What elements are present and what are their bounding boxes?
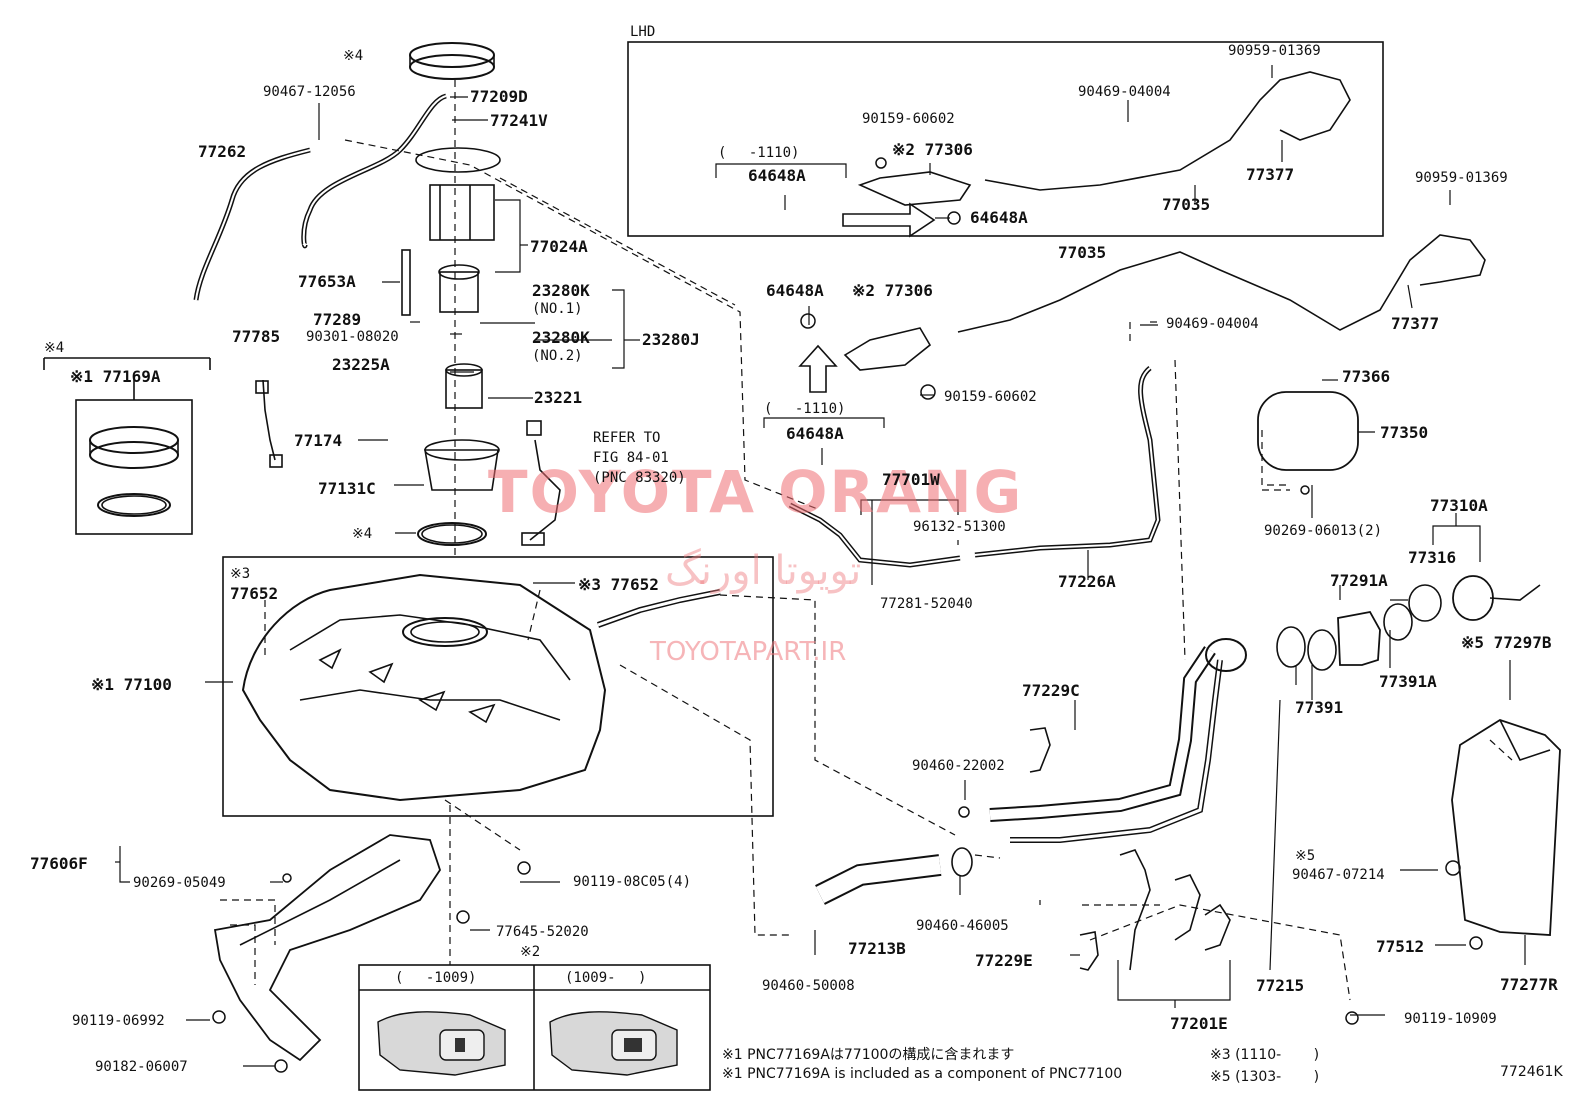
part-label: 77229E	[975, 951, 1033, 970]
part-label: 77785	[232, 327, 281, 346]
part-label: 77215	[1256, 976, 1305, 995]
part-label: 77035	[1058, 243, 1107, 262]
fuel-pump-icon-early	[455, 1038, 465, 1052]
part-label: 90469-04004	[1078, 84, 1171, 100]
part-label: (1009- )	[565, 970, 647, 986]
part-label: 90301-08020	[306, 329, 399, 345]
part-label: (PNC 83320)	[593, 470, 686, 486]
part-label: 77213B	[848, 939, 906, 958]
part-label: 23225A	[332, 355, 390, 374]
part-label: 90119-08C05(4)	[573, 874, 692, 890]
part-label: ※4	[44, 340, 65, 356]
part-label: FIG 84-01	[593, 450, 669, 466]
footnote-3: ※3 (1110- )	[1210, 1047, 1320, 1063]
part-label: 90460-22002	[912, 758, 1005, 774]
part-label: 77653A	[298, 272, 356, 291]
fuel-tank-box	[222, 556, 774, 817]
part-label: 77174	[294, 431, 343, 450]
part-label: 77131C	[318, 479, 376, 498]
part-label: ※3	[230, 566, 251, 582]
fuel-pump-icon-late	[624, 1038, 642, 1052]
footnote-jp: ※1 PNC77169Aは77100の構成に含まれます	[722, 1047, 1015, 1063]
part-label: 23280J	[642, 330, 700, 349]
part-label: ※2	[520, 944, 541, 960]
part-label: 77281-52040	[880, 596, 973, 612]
part-label: 77035	[1162, 195, 1211, 214]
part-label: REFER TO	[593, 430, 661, 446]
part-label: 77289	[313, 310, 362, 329]
part-label: 90959-01369	[1415, 170, 1508, 186]
part-label: 90269-06013(2)	[1264, 523, 1383, 539]
footnote-en: ※1 PNC77169A is included as a component …	[722, 1066, 1123, 1082]
part-label: 90460-50008	[762, 978, 855, 994]
part-label: 90159-60602	[944, 389, 1037, 405]
lhd-inset-box	[627, 41, 1384, 237]
lhd-label: LHD	[630, 24, 656, 40]
part-label: 90469-04004	[1166, 316, 1259, 332]
part-label: 90959-01369	[1228, 43, 1321, 59]
part-label: ※2 77306	[892, 140, 973, 159]
part-label: 77277R	[1500, 975, 1558, 994]
part-label: 90159-60602	[862, 111, 955, 127]
part-label: 77350	[1380, 423, 1429, 442]
part-label: ※4	[343, 48, 364, 64]
part-label: 90269-05049	[133, 875, 226, 891]
part-label: 77606F	[30, 854, 88, 873]
part-label: 77645-52020	[496, 924, 589, 940]
watermark-farsi: تویوتا اورنگ	[665, 548, 862, 594]
part-label: 96132-51300	[913, 519, 1006, 535]
part-label: 90119-06992	[72, 1013, 165, 1029]
part-label: 90467-12056	[263, 84, 356, 100]
part-label: (NO.2)	[532, 348, 583, 364]
part-label: 77316	[1408, 548, 1457, 567]
part-label: ※5	[1295, 848, 1316, 864]
part-label: 23280K	[532, 281, 590, 300]
part-label: 77391	[1295, 698, 1344, 717]
part-label: ※1 77169A	[70, 367, 161, 386]
part-label: 77652	[230, 584, 279, 603]
part-label: 64648A	[766, 281, 824, 300]
part-label: 64648A	[970, 208, 1028, 227]
part-label: ※1 77100	[91, 675, 172, 694]
part-label: ( -1009)	[395, 970, 477, 986]
part-label: ※2 77306	[852, 281, 933, 300]
part-label: 77241V	[490, 111, 548, 130]
part-label: 77201E	[1170, 1014, 1228, 1033]
part-label: ( -1110)	[718, 145, 800, 161]
watermark-main: TOYOTA ORANG	[488, 458, 1024, 526]
part-label: 77024A	[530, 237, 588, 256]
part-label: 77226A	[1058, 572, 1116, 591]
footnote-5: ※5 (1303- )	[1210, 1069, 1320, 1085]
part-label: 90467-07214	[1292, 867, 1385, 883]
part-label: ※4	[352, 526, 373, 542]
part-label: 77366	[1342, 367, 1391, 386]
part-label: 77310A	[1430, 496, 1488, 515]
part-label: 77291A	[1330, 571, 1388, 590]
part-label: 77262	[198, 142, 247, 161]
part-label: 77377	[1391, 314, 1440, 333]
part-label: 90460-46005	[916, 918, 1009, 934]
part-label: ※3 77652	[578, 575, 659, 594]
part-label: 77229C	[1022, 681, 1080, 700]
part-label: (NO.1)	[532, 301, 583, 317]
part-label: 64648A	[786, 424, 844, 443]
part-label: 23280K	[532, 328, 590, 347]
part-label: ( -1110)	[764, 401, 846, 417]
part-label: 23221	[534, 388, 583, 407]
part-label: 77512	[1376, 937, 1425, 956]
part-label: 77391A	[1379, 672, 1437, 691]
part-label: 64648A	[748, 166, 806, 185]
watermark-site: TOYOTAPART.IR	[650, 637, 847, 667]
part-label: 77377	[1246, 165, 1295, 184]
part-label: 90182-06007	[95, 1059, 188, 1075]
part-label: ※5 77297B	[1461, 633, 1552, 652]
part-label: 77209D	[470, 87, 528, 106]
part-label: 77701W	[882, 470, 940, 489]
part-label: 90119-10909	[1404, 1011, 1497, 1027]
figure-code: 772461K	[1500, 1064, 1563, 1080]
